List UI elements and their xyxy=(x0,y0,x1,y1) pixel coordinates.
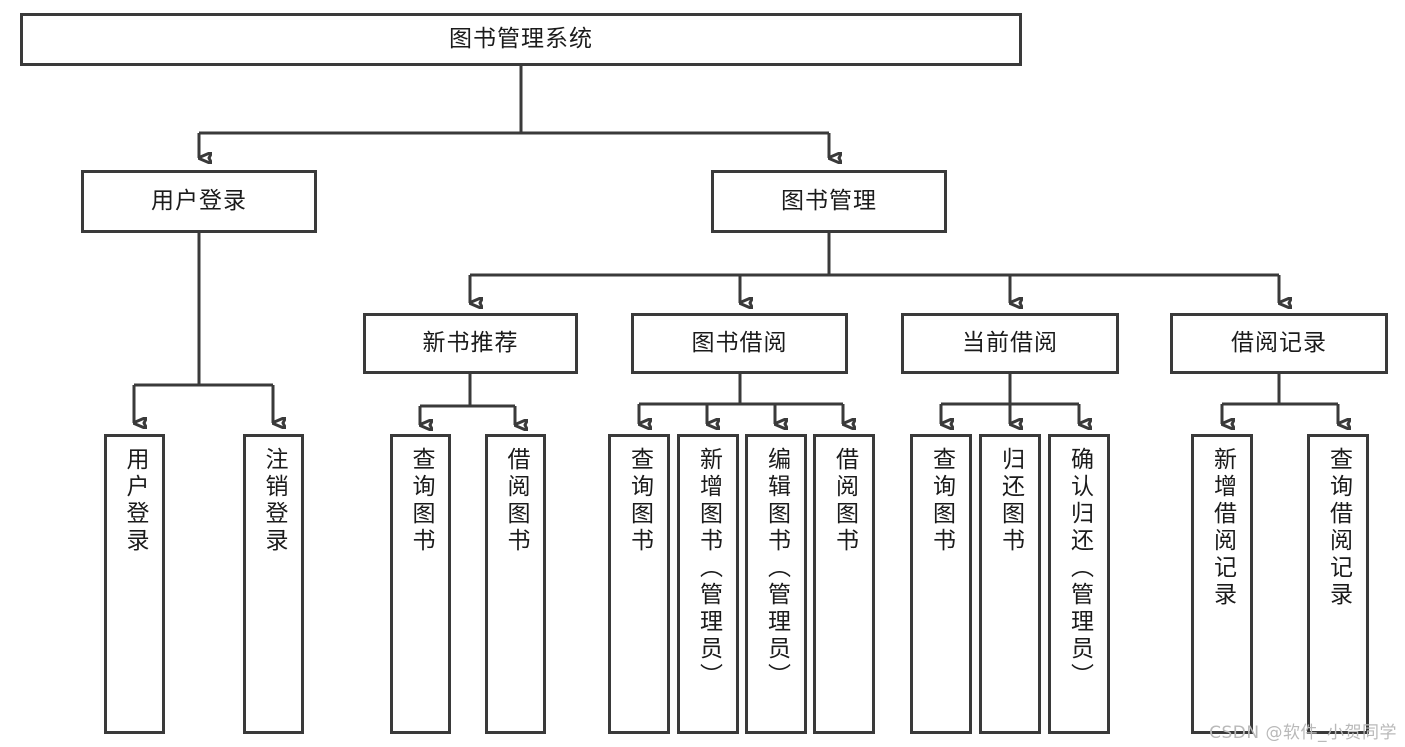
node-leaf-borrow-book-2-label: 借阅图书 xyxy=(831,447,858,555)
node-leaf-borrow-book-2[interactable]: 借阅图书 xyxy=(813,434,875,734)
node-root[interactable]: 图书管理系统 xyxy=(20,13,1022,66)
node-leaf-return-book[interactable]: 归还图书 xyxy=(979,434,1041,734)
node-leaf-edit-book[interactable]: 编辑图书（管理员） xyxy=(745,434,807,734)
watermark-text: CSDN @软件_小贺同学 xyxy=(1209,723,1397,743)
node-leaf-add-record[interactable]: 新增借阅记录 xyxy=(1191,434,1253,734)
node-leaf-user-logout-label: 注销登录 xyxy=(261,447,287,555)
node-user-login-label: 用户登录 xyxy=(151,188,247,215)
node-leaf-user-login[interactable]: 用户登录 xyxy=(104,434,165,734)
node-borrow-record-label: 借阅记录 xyxy=(1231,330,1327,357)
node-leaf-confirm-return[interactable]: 确认归还（管理员） xyxy=(1048,434,1110,734)
node-book-borrow[interactable]: 图书借阅 xyxy=(631,313,848,374)
node-leaf-query-book-1[interactable]: 查询图书 xyxy=(390,434,451,734)
node-borrow-record[interactable]: 借阅记录 xyxy=(1170,313,1388,374)
node-leaf-return-book-label: 归还图书 xyxy=(997,447,1024,555)
node-user-login[interactable]: 用户登录 xyxy=(81,170,317,233)
node-root-label: 图书管理系统 xyxy=(449,26,593,53)
node-leaf-query-book-1-label: 查询图书 xyxy=(408,447,434,555)
node-leaf-user-logout[interactable]: 注销登录 xyxy=(243,434,304,734)
node-book-manage-label: 图书管理 xyxy=(781,188,877,215)
node-leaf-borrow-book-1-label: 借阅图书 xyxy=(503,447,529,555)
node-new-book-recommend-label: 新书推荐 xyxy=(422,330,519,357)
node-book-manage[interactable]: 图书管理 xyxy=(711,170,947,233)
node-current-borrow[interactable]: 当前借阅 xyxy=(901,313,1119,374)
node-leaf-borrow-book-1[interactable]: 借阅图书 xyxy=(485,434,546,734)
node-leaf-query-record-label: 查询借阅记录 xyxy=(1325,447,1352,609)
node-leaf-edit-book-label: 编辑图书（管理员） xyxy=(763,447,790,690)
node-leaf-query-book-2-label: 查询图书 xyxy=(626,447,653,555)
node-current-borrow-label: 当前借阅 xyxy=(962,330,1058,357)
node-leaf-user-login-label: 用户登录 xyxy=(122,447,148,555)
node-leaf-query-book-2[interactable]: 查询图书 xyxy=(608,434,670,734)
node-new-book-recommend[interactable]: 新书推荐 xyxy=(363,313,578,374)
node-book-borrow-label: 图书借阅 xyxy=(691,330,788,357)
node-leaf-add-record-label: 新增借阅记录 xyxy=(1209,447,1236,609)
node-leaf-confirm-return-label: 确认归还（管理员） xyxy=(1066,447,1093,690)
node-leaf-query-record[interactable]: 查询借阅记录 xyxy=(1307,434,1369,734)
node-leaf-add-book[interactable]: 新增图书（管理员） xyxy=(677,434,739,734)
node-leaf-query-book-3[interactable]: 查询图书 xyxy=(910,434,972,734)
node-leaf-query-book-3-label: 查询图书 xyxy=(928,447,955,555)
node-leaf-add-book-label: 新增图书（管理员） xyxy=(695,447,722,690)
